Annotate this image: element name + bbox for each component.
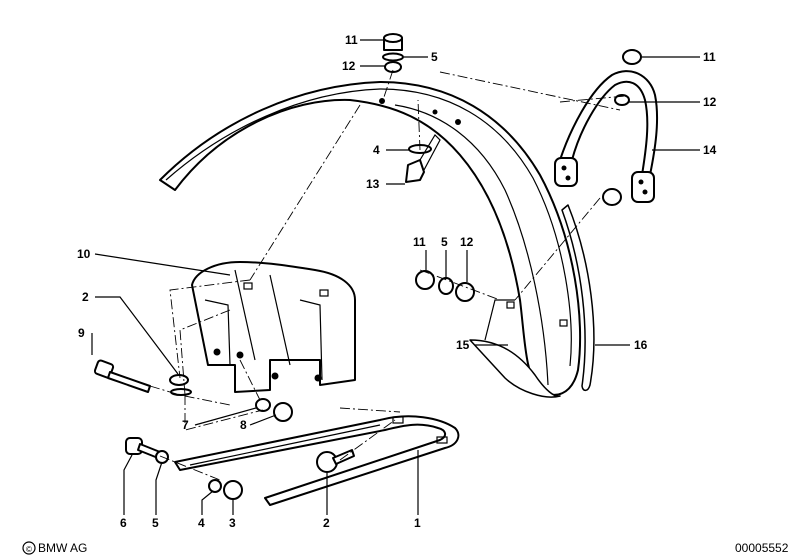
callout-11-top: 11 xyxy=(345,33,358,47)
callout-2-bottom: 2 xyxy=(323,516,330,530)
callout-2-upper: 2 xyxy=(82,290,89,304)
callout-10: 10 xyxy=(77,247,91,261)
screw-part-2-upper xyxy=(169,374,192,396)
stand-part-1 xyxy=(174,415,460,506)
callout-12-right: 12 xyxy=(703,95,717,109)
callout-7: 7 xyxy=(182,418,189,432)
fender-strip-part-16 xyxy=(561,204,595,392)
copyright-symbol: © xyxy=(26,545,32,554)
callout-6: 6 xyxy=(120,516,127,530)
assembly-lines xyxy=(149,69,626,481)
callout-1: 1 xyxy=(414,516,421,530)
footer: © BMW AG 00005552 xyxy=(22,541,789,555)
callout-8: 8 xyxy=(240,418,247,432)
mounting-bracket-part-10 xyxy=(191,261,356,393)
stay-bracket-part-14 xyxy=(554,49,659,206)
callout-5-top: 5 xyxy=(431,50,438,64)
brand-label: BMW AG xyxy=(38,541,87,555)
fender-part-15 xyxy=(159,81,582,398)
callout-13: 13 xyxy=(366,177,380,191)
copyright-icon xyxy=(22,541,36,555)
callout-15: 15 xyxy=(456,338,470,352)
diagram-number: 00005552 xyxy=(735,541,789,555)
callout-labels: 11 5 12 4 13 11 12 14 10 11 5 12 2 9 15 … xyxy=(77,33,717,530)
callout-9: 9 xyxy=(78,326,85,340)
callout-11-right: 11 xyxy=(703,50,716,64)
side-fasteners xyxy=(415,270,475,302)
callout-11-mid: 11 xyxy=(413,235,426,249)
callout-4-bottom: 4 xyxy=(198,516,205,530)
callout-12-top: 12 xyxy=(342,59,356,73)
callout-3: 3 xyxy=(229,516,236,530)
callout-4-top: 4 xyxy=(373,143,380,157)
callout-16: 16 xyxy=(634,338,648,352)
callout-12-mid: 12 xyxy=(460,235,474,249)
callout-5-mid: 5 xyxy=(441,235,448,249)
washer-nut-7-8 xyxy=(255,398,293,422)
bolt-part-9 xyxy=(93,359,151,393)
callout-5-bottom: 5 xyxy=(152,516,159,530)
callout-14: 14 xyxy=(703,143,717,157)
leader-lines xyxy=(91,39,700,515)
